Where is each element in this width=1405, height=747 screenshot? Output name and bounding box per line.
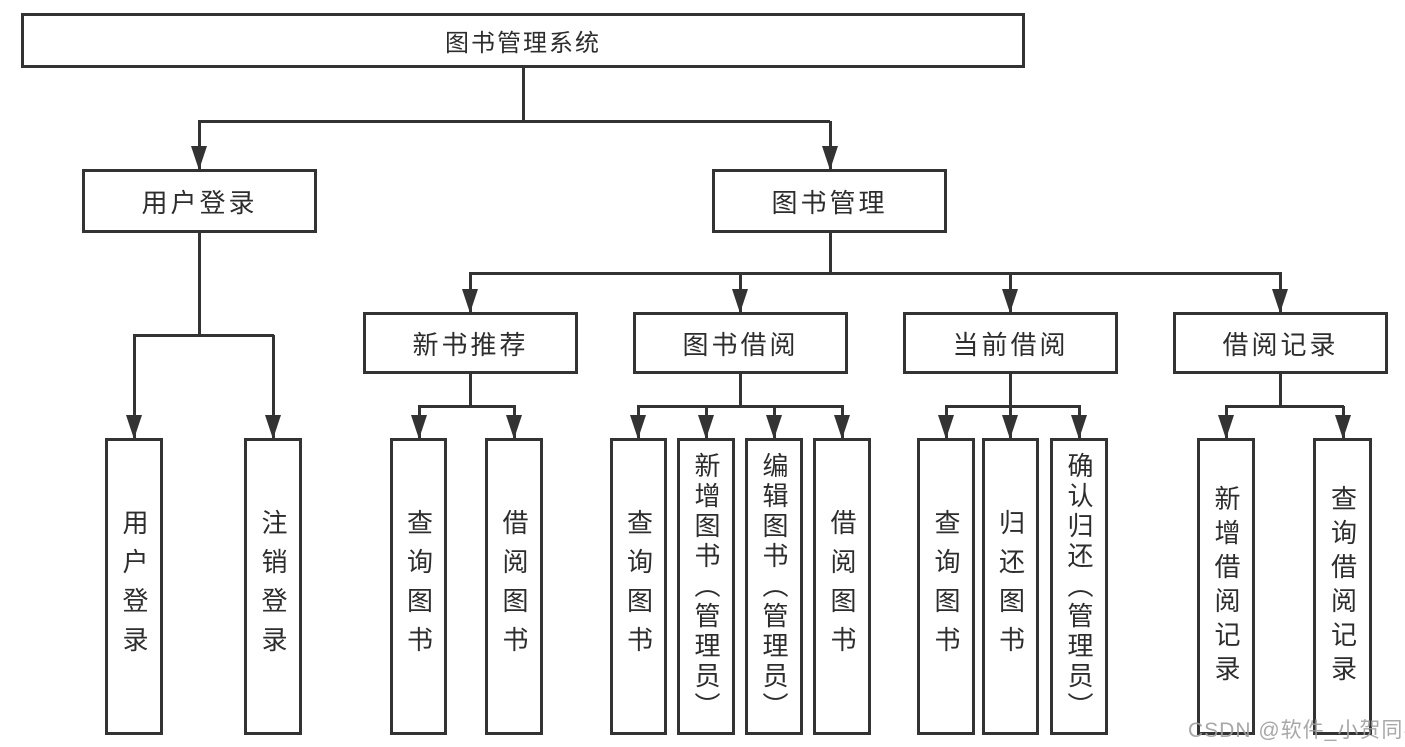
leaf-records-query-record: 查询借阅记录: [1313, 438, 1372, 735]
connector-arrow-down: [738, 273, 742, 312]
leaf-user-login: 用户登录: [105, 438, 163, 735]
connector-arrow-down: [1077, 406, 1081, 438]
connector-arrow-down: [704, 406, 708, 438]
connector-hline: [417, 404, 516, 408]
leaf-borrow-add-books-admin: 新增图书（管理员）: [677, 438, 735, 735]
connector-arrow-down: [132, 335, 136, 438]
leaf-borrow-query-books-label: 查询图书: [623, 508, 654, 665]
connector-arrow-down: [468, 273, 472, 312]
node-new-book-recommend: 新书推荐: [363, 312, 578, 374]
node-current-borrow: 当前借阅: [903, 312, 1118, 374]
leaf-current-query-books-label: 查询图书: [931, 508, 961, 665]
connector-hline: [132, 333, 274, 337]
leaf-recommend-query-books-label: 查询图书: [403, 508, 434, 665]
leaf-current-confirm-return-admin-label: 确认归还（管理员）: [1064, 451, 1094, 722]
node-book-management-branch-label: 图书管理: [771, 187, 888, 218]
connector-hline: [197, 119, 830, 123]
node-current-borrow-label: 当前借阅: [952, 329, 1069, 360]
connector-arrow-down: [944, 406, 948, 438]
connector-vline: [1008, 374, 1012, 406]
leaf-recommend-borrow-books-label: 借阅图书: [499, 508, 529, 665]
leaf-recommend-query-books: 查询图书: [390, 438, 447, 735]
connector-hline: [636, 404, 844, 408]
connector-arrow-down: [1341, 406, 1345, 438]
connector-vline: [468, 374, 472, 406]
leaf-records-query-record-label: 查询借阅记录: [1327, 484, 1358, 689]
node-borrow-records: 借阅记录: [1173, 312, 1388, 374]
connector-arrow-down: [840, 406, 844, 438]
connector-vline: [197, 233, 201, 335]
leaf-borrow-query-books: 查询图书: [610, 438, 667, 735]
connector-vline: [738, 374, 742, 406]
leaf-records-add-record-label: 新增借阅记录: [1211, 484, 1241, 689]
leaf-current-return-books-label: 归还图书: [995, 508, 1026, 665]
connector-hline: [944, 404, 1081, 408]
connector-arrow-down: [636, 406, 640, 438]
leaf-recommend-borrow-books: 借阅图书: [485, 438, 543, 735]
node-root: 图书管理系统: [21, 13, 1025, 68]
leaf-borrow-borrow-books: 借阅图书: [813, 438, 871, 735]
connector-arrow-down: [197, 121, 201, 169]
connector-arrow-down: [772, 406, 776, 438]
leaf-logout: 注销登录: [244, 438, 302, 735]
connector-arrow-down: [1278, 273, 1282, 312]
leaf-records-add-record: 新增借阅记录: [1197, 438, 1255, 735]
connector-vline: [828, 233, 832, 273]
node-user-login-branch: 用户登录: [82, 169, 317, 233]
leaf-logout-label: 注销登录: [258, 508, 288, 665]
connector-vline: [1278, 374, 1282, 406]
node-root-label: 图书管理系统: [445, 30, 601, 57]
connector-vline: [521, 68, 525, 121]
connector-arrow-down: [828, 121, 832, 169]
leaf-current-query-books: 查询图书: [917, 438, 975, 735]
node-borrow-records-label: 借阅记录: [1222, 329, 1339, 360]
node-user-login-branch-label: 用户登录: [141, 187, 258, 218]
connector-arrow-down: [1224, 406, 1228, 438]
csdn-watermark: CSDN @软件_小贺同学: [1188, 719, 1405, 742]
connector-arrow-down: [417, 406, 421, 438]
connector-arrow-down: [271, 335, 275, 438]
node-book-borrow-label: 图书借阅: [682, 329, 799, 360]
connector-arrow-down: [1008, 273, 1012, 312]
leaf-user-login-label: 用户登录: [119, 508, 149, 665]
connector-arrow-down: [512, 406, 516, 438]
node-new-book-recommend-label: 新书推荐: [412, 329, 529, 360]
leaf-borrow-edit-books-admin: 编辑图书（管理员）: [745, 438, 803, 735]
leaf-borrow-add-books-admin-label: 新增图书（管理员）: [691, 451, 721, 722]
connector-hline: [468, 271, 1282, 275]
connector-arrow-down: [1008, 406, 1012, 438]
leaf-current-confirm-return-admin: 确认归还（管理员）: [1050, 438, 1108, 735]
leaf-borrow-edit-books-admin-label: 编辑图书（管理员）: [759, 451, 789, 722]
node-book-management-branch: 图书管理: [712, 169, 947, 233]
leaf-borrow-borrow-books-label: 借阅图书: [827, 508, 857, 665]
node-book-borrow: 图书借阅: [633, 312, 848, 374]
leaf-current-return-books: 归还图书: [982, 438, 1039, 735]
connector-hline: [1224, 404, 1344, 408]
